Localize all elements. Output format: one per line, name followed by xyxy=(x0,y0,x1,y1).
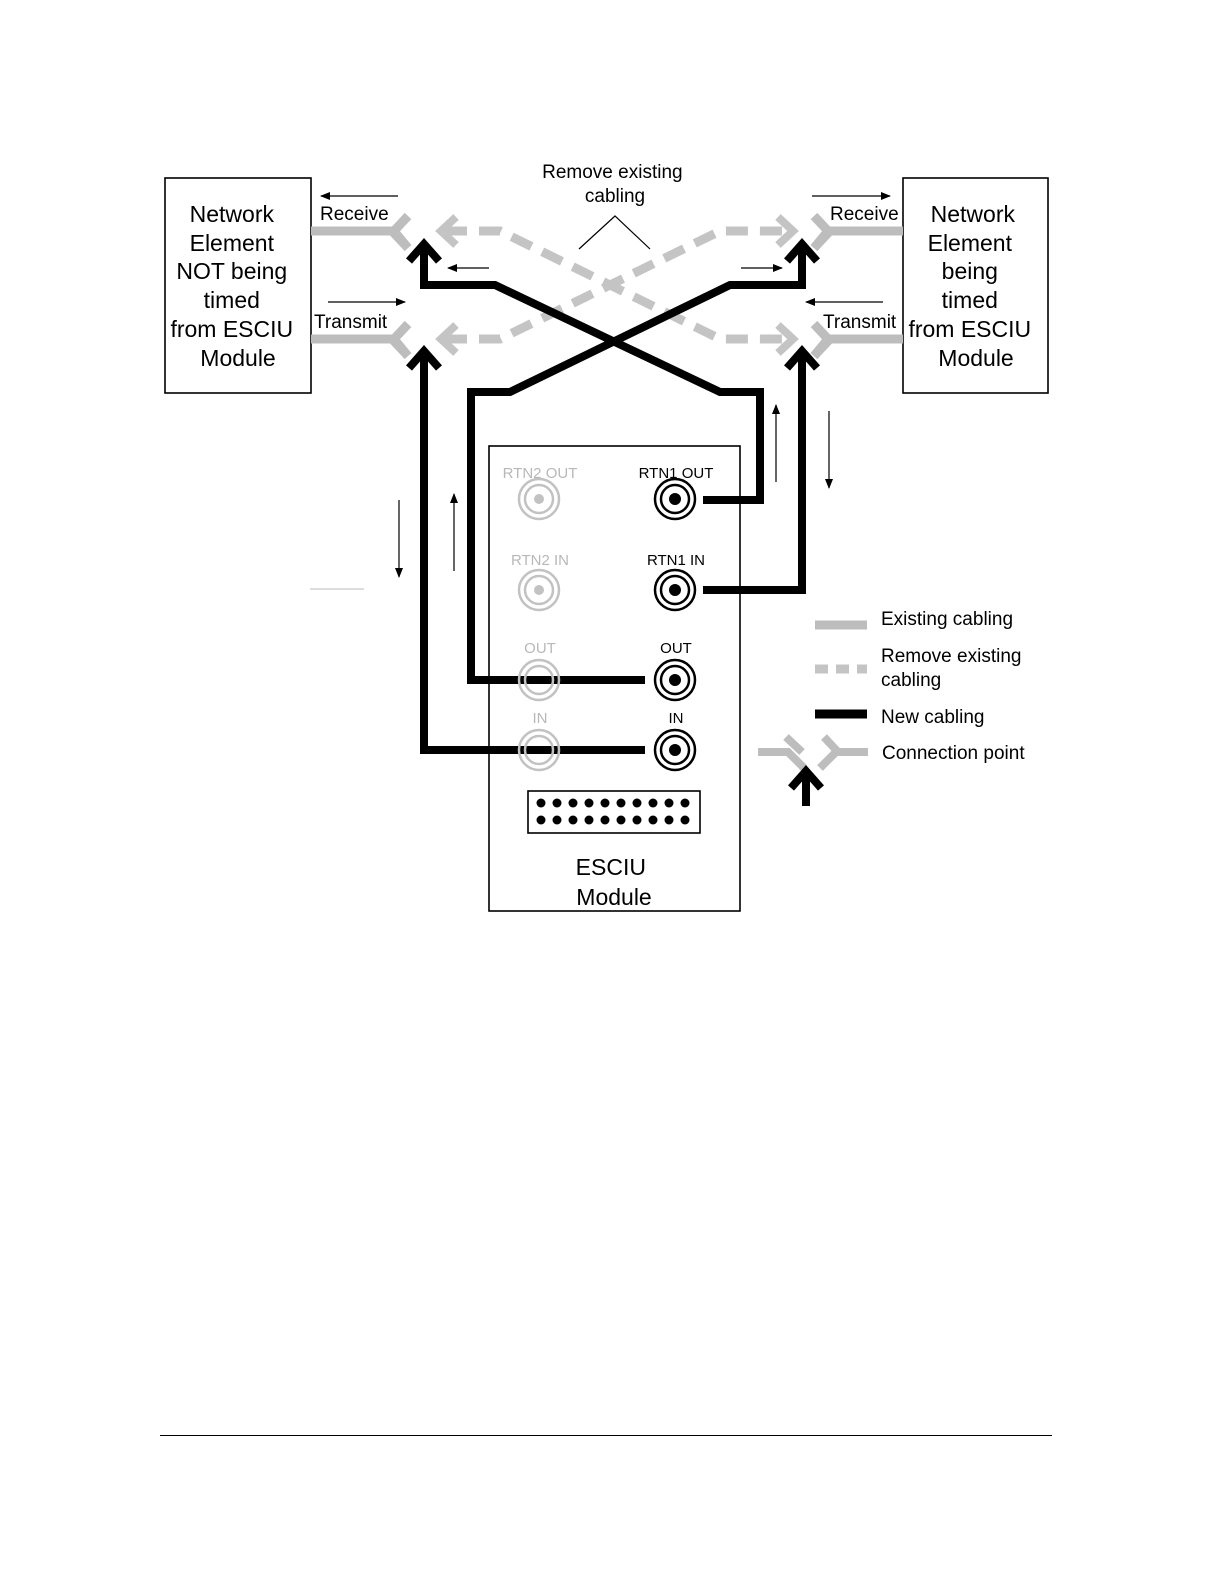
rtn2-in-label: RTN2 IN xyxy=(511,552,569,569)
left-ne-line-6: Module xyxy=(200,345,275,371)
remove-callout-line-1: Remove existing xyxy=(542,162,682,183)
rtn2-in-connector xyxy=(519,570,559,610)
rtn1-in-connector xyxy=(655,570,695,610)
left-ne-line-5: from ESCIU xyxy=(170,316,293,342)
footer-rule xyxy=(160,1435,1052,1436)
in-label: IN xyxy=(669,710,684,727)
right-ne-line-4: timed xyxy=(942,287,998,313)
rtn2-out-connector xyxy=(519,479,559,519)
right-transmit-label: Transmit xyxy=(823,312,897,333)
rtn1-in-label: RTN1 IN xyxy=(647,552,705,569)
right-ne-line-2: Element xyxy=(928,230,1013,256)
out-connector xyxy=(655,660,695,700)
legend: Existing cabling Remove existing cabling… xyxy=(758,609,1027,806)
left-receive-chevron xyxy=(394,216,408,248)
new-cable-out xyxy=(471,248,802,680)
remove-callout-text: Remove existing cabling xyxy=(542,162,688,207)
legend-remove-label: Remove existing cabling xyxy=(881,646,1027,691)
new-cable-rtn1-in xyxy=(703,350,802,590)
new-cabling xyxy=(424,248,802,750)
left-transmit-label: Transmit xyxy=(314,312,388,333)
legend-connection-swatch xyxy=(758,737,868,806)
left-ne-line-2: Element xyxy=(190,230,275,256)
legend-remove-line-1: Remove existing xyxy=(881,646,1021,667)
right-receive-label: Receive xyxy=(830,204,899,225)
legend-connection-label: Connection point xyxy=(882,743,1025,764)
in-dim-label: IN xyxy=(533,710,548,727)
right-ne-line-6: Module xyxy=(938,345,1013,371)
remove-cable-bottom xyxy=(445,285,790,339)
left-receive-label: Receive xyxy=(320,204,389,225)
esciu-module-title: ESCIU Module xyxy=(576,854,653,910)
multipin-connector xyxy=(528,791,700,833)
legend-existing-label: Existing cabling xyxy=(881,609,1013,630)
right-ne-line-1: Network xyxy=(931,201,1016,227)
rtn1-out-connector xyxy=(655,479,695,519)
right-ne-line-5: from ESCIU xyxy=(908,316,1031,342)
in-connector xyxy=(655,730,695,770)
esciu-title-line-1: ESCIU xyxy=(576,854,646,880)
new-cable-arrowheads xyxy=(409,244,817,368)
right-receive-chevron xyxy=(814,216,828,248)
remove-callout-line-2: cabling xyxy=(585,186,645,207)
left-ne-line-1: Network xyxy=(190,201,275,227)
new-cable-in xyxy=(424,350,645,750)
left-transmit-chevron xyxy=(394,324,408,356)
legend-new-label: New cabling xyxy=(881,707,985,728)
out-label: OUT xyxy=(660,640,692,657)
remove-callout-pointer xyxy=(579,216,650,249)
left-ne-line-4: timed xyxy=(204,287,260,313)
right-ne-line-3: being xyxy=(942,258,998,284)
left-ne-line-3: NOT being xyxy=(176,258,287,284)
legend-remove-line-2: cabling xyxy=(881,670,941,691)
remove-cable-top xyxy=(445,231,790,285)
out-dim-label: OUT xyxy=(524,640,556,657)
esciu-title-line-2: Module xyxy=(576,884,651,910)
